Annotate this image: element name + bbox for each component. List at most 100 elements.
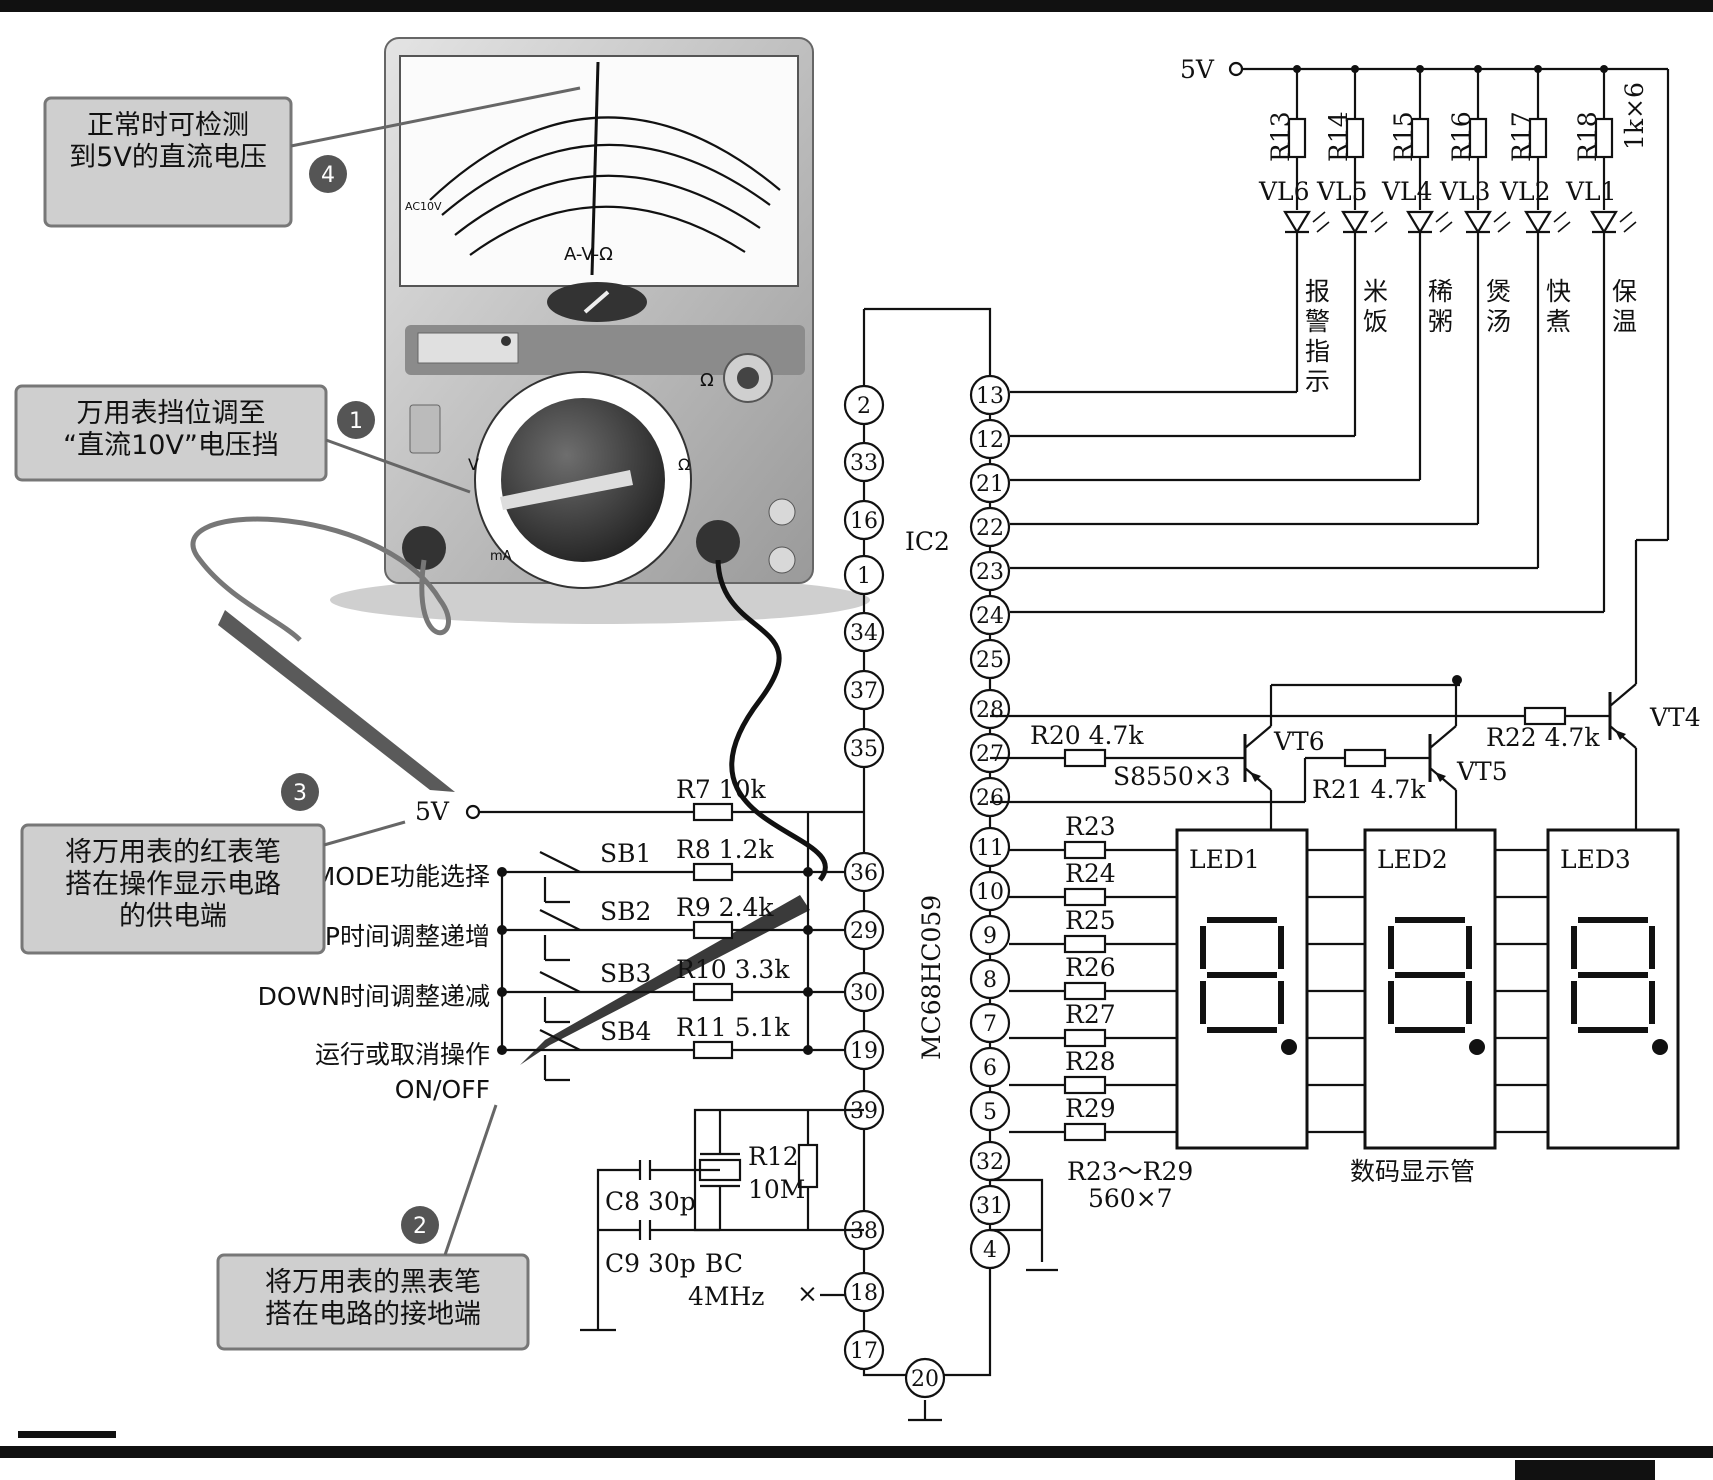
indicator-char: 温 (1612, 307, 1637, 336)
callout-text: “直流10V”电压挡 (63, 430, 279, 461)
ic-pin-left: 18 (843, 1271, 885, 1313)
red-probe[interactable] (218, 610, 455, 792)
v-ohm-jack[interactable] (696, 520, 740, 564)
svg-text:31: 31 (976, 1194, 1004, 1219)
callout-text: 搭在操作显示电路 (65, 869, 281, 900)
pullup-label: R17 (1507, 111, 1536, 162)
svg-text:28: 28 (976, 698, 1004, 723)
ic-pin-right: 25 (969, 638, 1011, 680)
switch-label: SB2 (600, 897, 651, 926)
segment-resistor-label: R23 (1065, 812, 1116, 841)
ic-pin-right: 28 (969, 688, 1011, 730)
ic-pin-left: 33 (843, 441, 885, 483)
r12-label: R12 (748, 1142, 799, 1171)
switch-sb1[interactable]: SB1 (539, 839, 651, 904)
segment-resistor-r26: R26 (1009, 953, 1548, 1001)
indicator-char: 报 (1305, 277, 1330, 306)
led-label: VL3 (1439, 177, 1491, 206)
input-resistor-label: R11 5.1k (676, 1013, 790, 1042)
selector-ohm-label: Ω (678, 455, 690, 474)
svg-text:17: 17 (850, 1339, 878, 1364)
display-label: LED1 (1189, 845, 1260, 874)
r20-label: R20 4.7k (1030, 721, 1144, 750)
ic2-body: IC2 MC68HC059 (862, 307, 992, 1422)
svg-text:23: 23 (976, 560, 1004, 585)
input-resistor-r10: R10 3.3k (497, 955, 845, 1002)
ohm-adjust-label: Ω (700, 370, 714, 391)
indicator-char: 警 (1305, 307, 1330, 336)
callout-badge (401, 1206, 439, 1244)
display-led1: LED1 (1175, 828, 1309, 1150)
switch-sb3[interactable]: SB3 (539, 959, 651, 1024)
ic-pin-left: 36 (843, 851, 885, 893)
svg-text:34: 34 (850, 621, 878, 646)
indicator-char: 保 (1612, 277, 1637, 306)
led-label: VL4 (1381, 177, 1433, 206)
c8-label: C8 30p (605, 1187, 696, 1216)
selector-ma-label: mA (490, 549, 512, 564)
ic-pin-right: 23 (969, 550, 1011, 592)
svg-text:22: 22 (976, 516, 1004, 541)
switch-function-label: MODE功能选择 (314, 862, 490, 891)
ic-pin-right: 11 (969, 826, 1011, 868)
svg-text:2: 2 (857, 394, 871, 419)
switch-label: SB3 (600, 959, 651, 988)
svg-text:7: 7 (983, 1012, 997, 1037)
ic-pin-right: 9 (969, 914, 1011, 956)
svg-text:35: 35 (850, 737, 878, 762)
segment-resistor-r27: R27 (1009, 1000, 1548, 1048)
svg-text:36: 36 (850, 861, 878, 886)
ic-pin-left: 35 (843, 727, 885, 769)
ic-pin-right: 12 (969, 418, 1011, 460)
callout-text: 正常时可检测 (87, 110, 249, 141)
svg-text:10: 10 (976, 880, 1004, 905)
svg-text:8: 8 (983, 968, 997, 993)
callout-text: 将万用表的黑表笔 (265, 1267, 481, 1298)
pullup-label: R15 (1389, 111, 1418, 162)
ic-part: MC68HC059 (917, 895, 946, 1060)
svg-text:4: 4 (983, 1238, 997, 1263)
input-supply-label: 5V (415, 797, 450, 826)
meter-dial-label: A-V-Ω (564, 244, 613, 265)
ic-pin-right: 32 (969, 1140, 1011, 1182)
segment-resistor-label: R28 (1065, 1047, 1116, 1076)
pullup-group: R13VL6报警指示R14VL5米饭R15VL4稀粥R16VL3煲汤R17VL2… (1010, 65, 1637, 614)
switch-function-label: ON/OFF (395, 1075, 490, 1104)
segment-resistor-label: R25 (1065, 906, 1116, 935)
com-jack[interactable] (402, 526, 446, 570)
ic-pin-right: 5 (969, 1090, 1011, 1132)
indicator-char: 煲 (1486, 277, 1511, 306)
ic-pin-right: 10 (969, 870, 1011, 912)
top-border (0, 0, 1713, 12)
ic-pin-left: 29 (843, 909, 885, 951)
callout-number: 4 (321, 163, 335, 188)
callout-text: 的供电端 (119, 901, 227, 932)
ic-pin-right: 27 (969, 732, 1011, 774)
meter-face (399, 55, 799, 287)
ic-pin-left: 37 (843, 669, 885, 711)
selector-v-label: V (468, 455, 479, 474)
multimeter: A-V-Ω AC10V Ω V Ω mA (190, 37, 870, 1065)
vt4-label: VT4 (1649, 703, 1701, 732)
transistor-type: S8550×3 (1113, 762, 1231, 791)
switch-function-label: UP时间调整递增 (307, 922, 490, 951)
svg-text:21: 21 (976, 472, 1004, 497)
callout-badge (309, 155, 347, 193)
indicator-char: 汤 (1486, 307, 1511, 336)
nc-mark: × (797, 1279, 818, 1308)
display-led2: LED2 (1363, 828, 1497, 1150)
display-label: LED2 (1377, 845, 1448, 874)
callout-number: 3 (293, 781, 307, 806)
ic-pin-right: 8 (969, 958, 1011, 1000)
switch-sb2[interactable]: SB2 (539, 897, 651, 962)
segment-resistor-label: R29 (1065, 1094, 1116, 1123)
black-probe[interactable] (520, 895, 810, 1065)
ic-pin-right: 21 (969, 462, 1011, 504)
switch-sb4[interactable]: SB4 (539, 1017, 651, 1082)
